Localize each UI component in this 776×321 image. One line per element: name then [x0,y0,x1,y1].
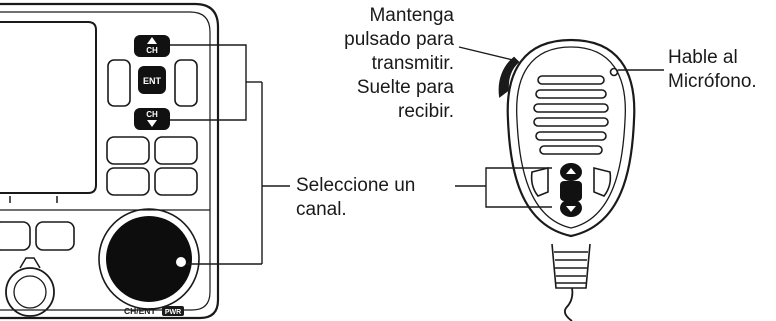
volume-knob[interactable] [5,257,55,317]
dial-caption: CH/ENT [124,306,156,316]
soft-key[interactable] [106,167,150,196]
lower-keys [0,221,75,251]
ch-ent-dial[interactable] [98,208,200,310]
ch-up-button[interactable]: CH [134,35,170,57]
mic-hole [609,67,619,77]
ch-down-label: CH [146,110,158,119]
mic-body [506,38,636,238]
left-side-key[interactable] [107,59,131,107]
cable-strain-relief [551,243,591,289]
power-badge-bg [162,306,184,316]
ptt-switch [498,56,520,98]
enter-button[interactable]: ENT [138,66,166,94]
mic-right-key [593,166,612,197]
mic-cable [563,287,574,321]
microphone [498,38,636,321]
radio-panel [0,2,220,320]
mic-callout-lines [455,46,664,208]
soft-keys [106,136,198,196]
soft-key[interactable] [154,136,198,165]
speaker-grille [533,75,609,155]
ptt-instruction: Mantenga pulsado para transmitir. Suelte… [344,5,454,122]
lcd-screen [0,21,97,194]
mic-center-key[interactable] [560,181,582,201]
mic-channel-keys[interactable] [560,163,582,217]
screen-base-marks [9,196,58,203]
radio-callout-bracket [170,44,290,265]
soft-key[interactable] [106,136,150,165]
enter-label: ENT [143,76,162,86]
ch-down-button[interactable]: CH [134,108,170,130]
dial-indicator [176,257,186,267]
soft-key[interactable] [154,167,198,196]
select-channel-instruction: Seleccione un canal. [296,175,416,220]
speak-instruction: Hable al Micrófono. [668,47,757,92]
mic-left-key [530,166,549,197]
right-side-key[interactable] [174,59,198,107]
lower-key[interactable] [35,221,75,251]
lower-key[interactable] [0,221,31,251]
power-badge: PWR [165,309,181,316]
ch-up-label: CH [146,46,158,55]
